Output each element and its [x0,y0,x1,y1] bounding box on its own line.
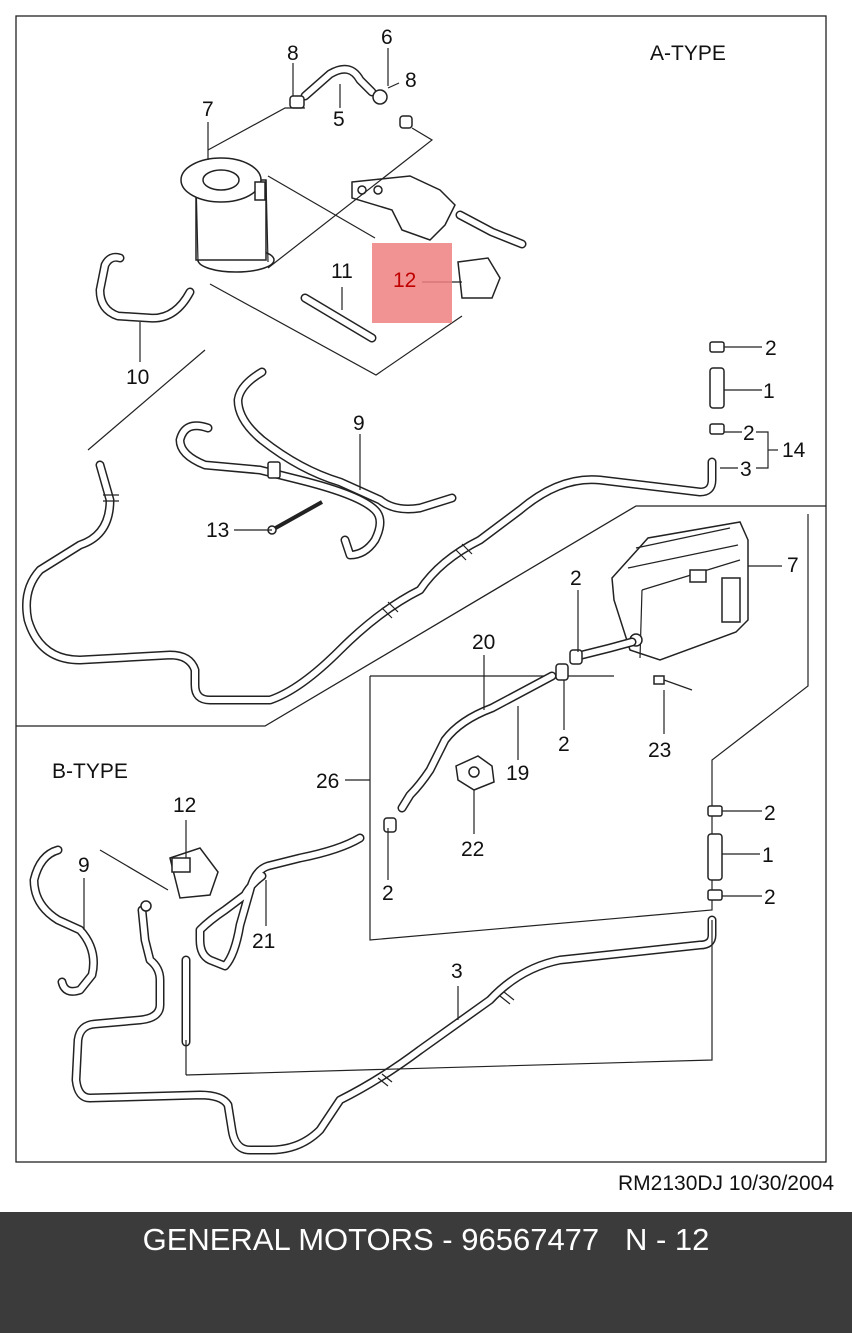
line-clip [455,543,473,561]
callout-6: 6 [381,26,393,49]
a-type-section: A-TYPE 8 6 8 7 5 11 12 10 9 13 2 1 2 3 1… [22,26,806,705]
part-number-caption: GENERAL MOTORS - 96567477 N - 12 [142,1222,710,1257]
callout-2: 2 [558,733,570,756]
section-divider [16,505,826,727]
clip [569,649,583,665]
callout-26: 26 [316,770,339,793]
callout-5: 5 [333,108,345,131]
clip [555,663,569,681]
a-type-label: A-TYPE [650,42,726,65]
line-clip [377,1073,393,1087]
callout-11: 11 [331,260,353,283]
callout-2: 2 [764,886,776,909]
drawing-reference: RM2130DJ 10/30/2004 [618,1172,834,1195]
callout-1: 1 [762,844,774,867]
callout-12: 12 [393,269,416,292]
line-clip [381,601,399,619]
tie-strap [267,500,323,535]
callout-13: 13 [206,519,229,542]
sensor-22 [455,755,495,791]
callout-23: 23 [648,739,671,762]
callout-21: 21 [252,930,275,953]
diagram-frame [15,15,827,1163]
highlight-box-12 [372,243,452,323]
callout-2: 2 [764,802,776,825]
callout-1: 1 [763,380,775,403]
callout-7: 7 [202,98,214,121]
parts-diagram: A-TYPE 8 6 8 7 5 11 12 10 9 13 2 1 2 3 1… [15,15,827,1163]
canister-a [180,157,275,273]
b-type-section: B-TYPE 7 2 20 26 19 2 23 22 2 12 9 21 2 … [29,514,809,1155]
callout-9: 9 [353,412,365,435]
callout-19: 19 [506,762,529,785]
callout-10: 10 [126,366,149,389]
line-clip [267,461,281,479]
callout-2: 2 [570,567,582,590]
clamp [399,115,413,129]
callout-20: 20 [472,631,495,654]
b-type-label: B-TYPE [52,760,128,783]
callout-2: 2 [382,882,394,905]
clamp [372,89,388,105]
solenoid-12-b [140,847,219,912]
callout-8: 8 [405,69,417,92]
callout-12: 12 [173,794,196,817]
callout-7: 7 [787,554,799,577]
clamp [289,95,305,109]
callout-2: 2 [765,337,777,360]
callout-3: 3 [451,960,463,983]
callout-14: 14 [782,439,806,462]
footer-bar [0,1212,852,1333]
clip [383,817,397,833]
hose-1-a [709,341,725,435]
line-clip [103,494,119,502]
line-clip [499,991,515,1005]
callout-3: 3 [740,458,752,481]
callout-22: 22 [461,838,484,861]
bracket-assembly [351,175,527,299]
hose-1-b [707,805,723,901]
callout-8: 8 [287,42,299,65]
bolt-23 [653,675,693,691]
callout-2: 2 [743,422,755,445]
callout-9: 9 [78,854,90,877]
canister-b [611,521,749,661]
